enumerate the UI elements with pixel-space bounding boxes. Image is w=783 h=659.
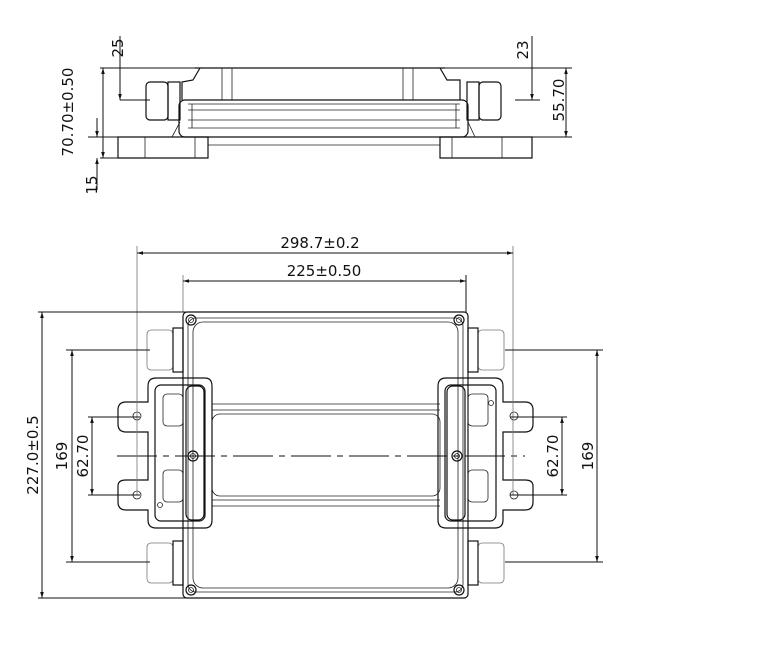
- left-mount-bracket: [117, 377, 213, 529]
- dim-mount-hole-pitch-left: 62.70: [74, 435, 92, 478]
- corner-screws: [185, 314, 465, 596]
- dim-body-width: 225±0.50: [287, 262, 362, 280]
- dim-overall-width: 298.7±0.2: [280, 234, 359, 252]
- dim-right-connector-offset: 23: [514, 40, 532, 59]
- dim-overall-length: 227.0±0.5: [24, 415, 42, 494]
- cable-glands: [146, 327, 505, 586]
- dim-left-connector-offset: 25: [109, 38, 127, 57]
- side-view-body: [117, 67, 533, 159]
- dim-flange-height: 15: [83, 175, 101, 194]
- dim-connector-pitch-right: 169: [579, 442, 597, 471]
- right-mount-bracket: [437, 377, 534, 529]
- side-view: 25 70.70±0.50 15 23 55.70: [59, 36, 572, 195]
- dim-connector-pitch-left: 169: [53, 442, 71, 471]
- side-view-dimensions: 25 70.70±0.50 15 23 55.70: [59, 36, 572, 195]
- dim-mount-hole-pitch-right: 62.70: [544, 435, 562, 478]
- top-view-body: [117, 311, 534, 599]
- top-view: 298.7±0.2 225±0.50 227.0±0.5 169 62.70 6…: [24, 234, 603, 599]
- top-view-dimensions: 298.7±0.2 225±0.50 227.0±0.5 169 62.70 6…: [24, 234, 603, 599]
- dim-total-height: 70.70±0.50: [59, 68, 77, 157]
- dim-body-height: 55.70: [550, 79, 568, 122]
